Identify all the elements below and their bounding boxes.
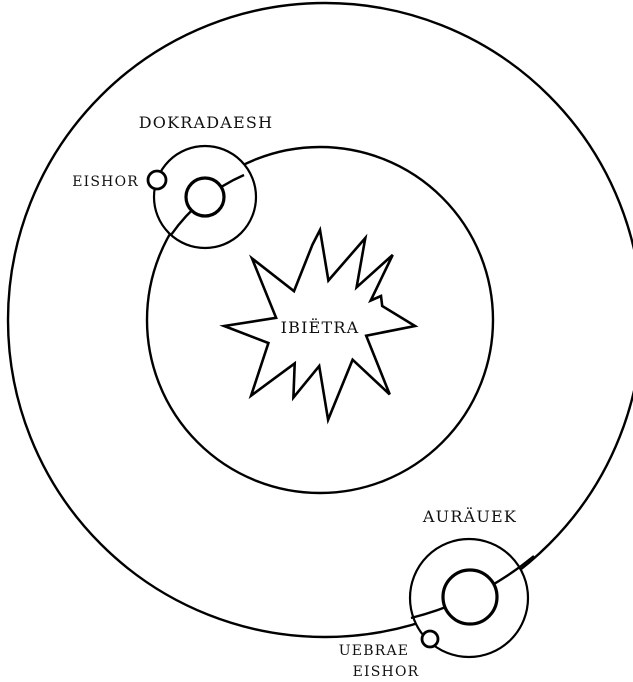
auraeuek-system bbox=[410, 539, 534, 657]
uebrae-label: UEBRAE bbox=[339, 643, 409, 659]
dokradaesh-system bbox=[148, 146, 256, 248]
eishor-label: EISHOR bbox=[72, 174, 139, 190]
star-label: IBIËTRA bbox=[281, 317, 360, 337]
auraeuek-label: AURÄUEK bbox=[422, 506, 517, 526]
dokradaesh-planet bbox=[186, 178, 224, 216]
uebrae-eishor-moon bbox=[422, 631, 438, 647]
eishor-moon bbox=[148, 171, 166, 189]
auraeuek-planet bbox=[443, 570, 497, 624]
eishor-label-2: EISHOR bbox=[353, 664, 420, 680]
dokradaesh-label: DOKRADAESH bbox=[139, 113, 273, 132]
